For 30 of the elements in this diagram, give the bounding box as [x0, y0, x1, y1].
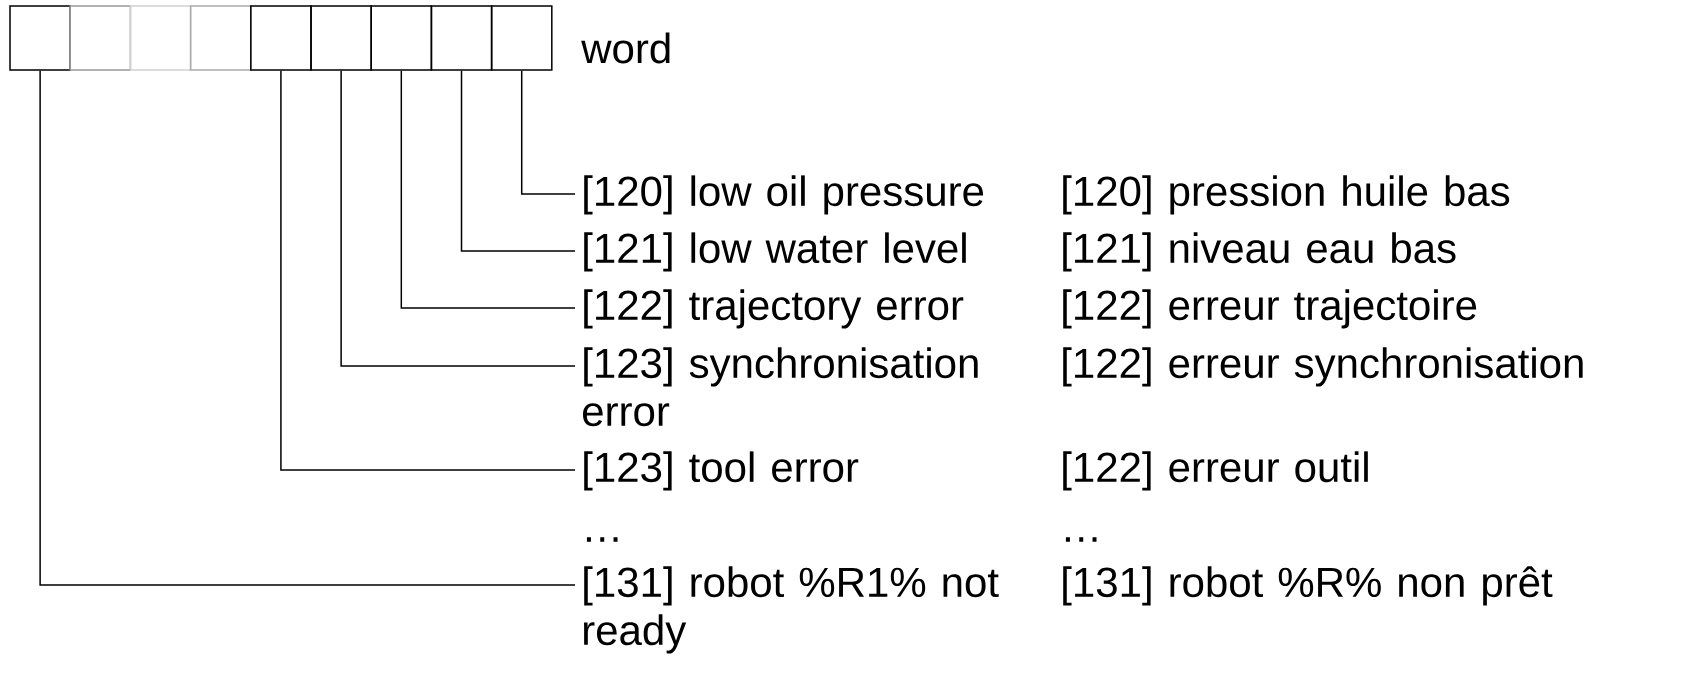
bit-box [69, 5, 132, 71]
translation-text: [131] robot %R% non prêt [1063, 566, 1553, 606]
leader-line [460, 70, 576, 252]
leader-line [400, 70, 576, 309]
translation-text: [120] pression huile bas [1063, 175, 1510, 215]
bit-box [310, 5, 372, 71]
translation-text: [122] erreur synchronisation [1063, 347, 1583, 387]
leader-line [39, 70, 576, 586]
bit-box [370, 5, 433, 71]
error-text: [131] robot %R1% not ready [584, 566, 999, 654]
bit-box [129, 5, 192, 71]
translation-text: [121] niveau eau bas [1063, 232, 1456, 272]
error-text: [121] low water level [584, 232, 966, 272]
ellipsis: … [1065, 537, 1097, 542]
leader-line [280, 70, 576, 471]
error-text: [123] tool error [584, 451, 859, 491]
translation-text: [122] erreur trajectoire [1063, 289, 1477, 329]
leader-line [520, 70, 576, 195]
error-text: [120] low oil pressure [584, 175, 984, 215]
translation-text: [122] erreur outil [1063, 451, 1368, 491]
ellipsis: … [586, 537, 618, 542]
bit-box [430, 5, 493, 71]
word-label: word [581, 32, 670, 64]
bit-box [9, 5, 71, 71]
bit-box [250, 5, 312, 71]
leader-line [340, 70, 576, 367]
error-text: [122] trajectory error [584, 289, 964, 329]
bit-box [189, 5, 252, 71]
bit-box [490, 5, 553, 71]
error-text: [123] synchronisation error [583, 347, 978, 427]
